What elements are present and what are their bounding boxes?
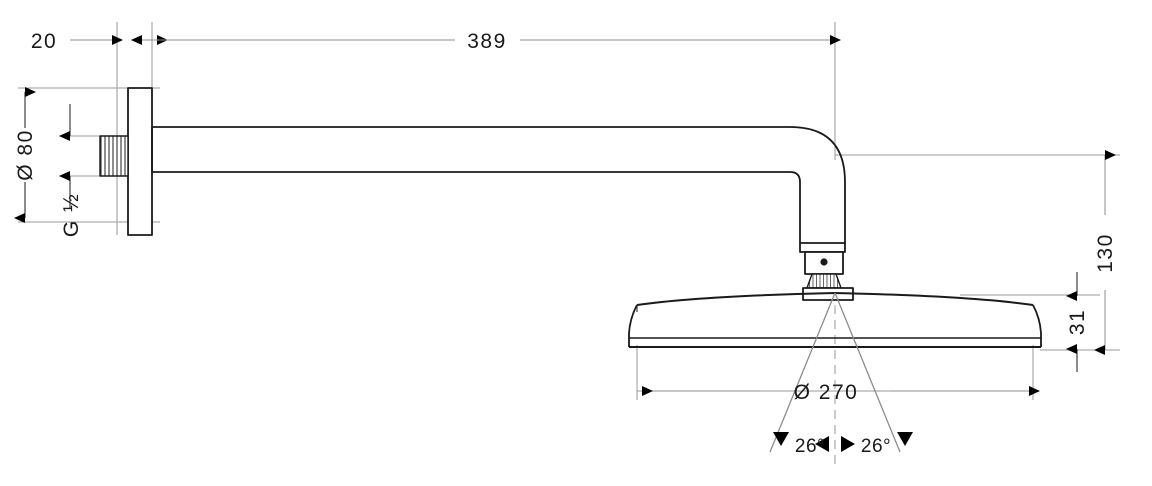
dimension-label-31: 31 bbox=[1066, 309, 1089, 335]
spray-ray-left bbox=[769, 292, 836, 453]
dimension-arm-length: 389 bbox=[131, 30, 841, 53]
dimension-inlet-thread: G ½ bbox=[59, 104, 83, 237]
dimension-label-thread: G ½ bbox=[60, 193, 83, 237]
dimension-wall-offset: 20 bbox=[31, 30, 200, 53]
shower-head-right-flare bbox=[1032, 304, 1042, 347]
spray-cone bbox=[769, 292, 901, 453]
dimension-label-angle-right: 26° bbox=[861, 436, 891, 457]
wall-flange bbox=[127, 87, 153, 236]
arm-inner-edge bbox=[152, 171, 801, 243]
dimension-head-diameter: Ø 270 bbox=[642, 381, 1040, 404]
joint-collar-upper bbox=[799, 242, 846, 253]
product-outline bbox=[99, 87, 1042, 348]
dimension-label-130: 130 bbox=[1094, 233, 1117, 273]
spray-angle-left: 26° bbox=[773, 432, 829, 457]
dimension-label-angle-left: 26° bbox=[795, 436, 825, 457]
spray-angle-right: 26° bbox=[841, 432, 913, 457]
arm-outer-edge bbox=[152, 126, 846, 243]
dimension-label-diameter-270: Ø 270 bbox=[794, 381, 859, 404]
dimension-drop-height: 130 bbox=[1094, 150, 1117, 355]
dimension-label-389: 389 bbox=[467, 30, 507, 53]
dimension-spray-angles: 26° 26° bbox=[773, 432, 913, 457]
dimension-label-diameter-80: Ø 80 bbox=[14, 129, 37, 181]
joint-neck bbox=[806, 273, 842, 289]
inlet-thread bbox=[99, 135, 129, 177]
dimension-flange-diameter: Ø 80 bbox=[14, 87, 37, 223]
set-screw-icon bbox=[820, 258, 828, 266]
dimension-head-thickness: 31 bbox=[1066, 272, 1089, 372]
spray-ray-right bbox=[834, 292, 901, 453]
shower-head-left-flare bbox=[628, 304, 638, 347]
extension-lines bbox=[18, 22, 1120, 470]
dimension-label-20: 20 bbox=[31, 30, 57, 53]
